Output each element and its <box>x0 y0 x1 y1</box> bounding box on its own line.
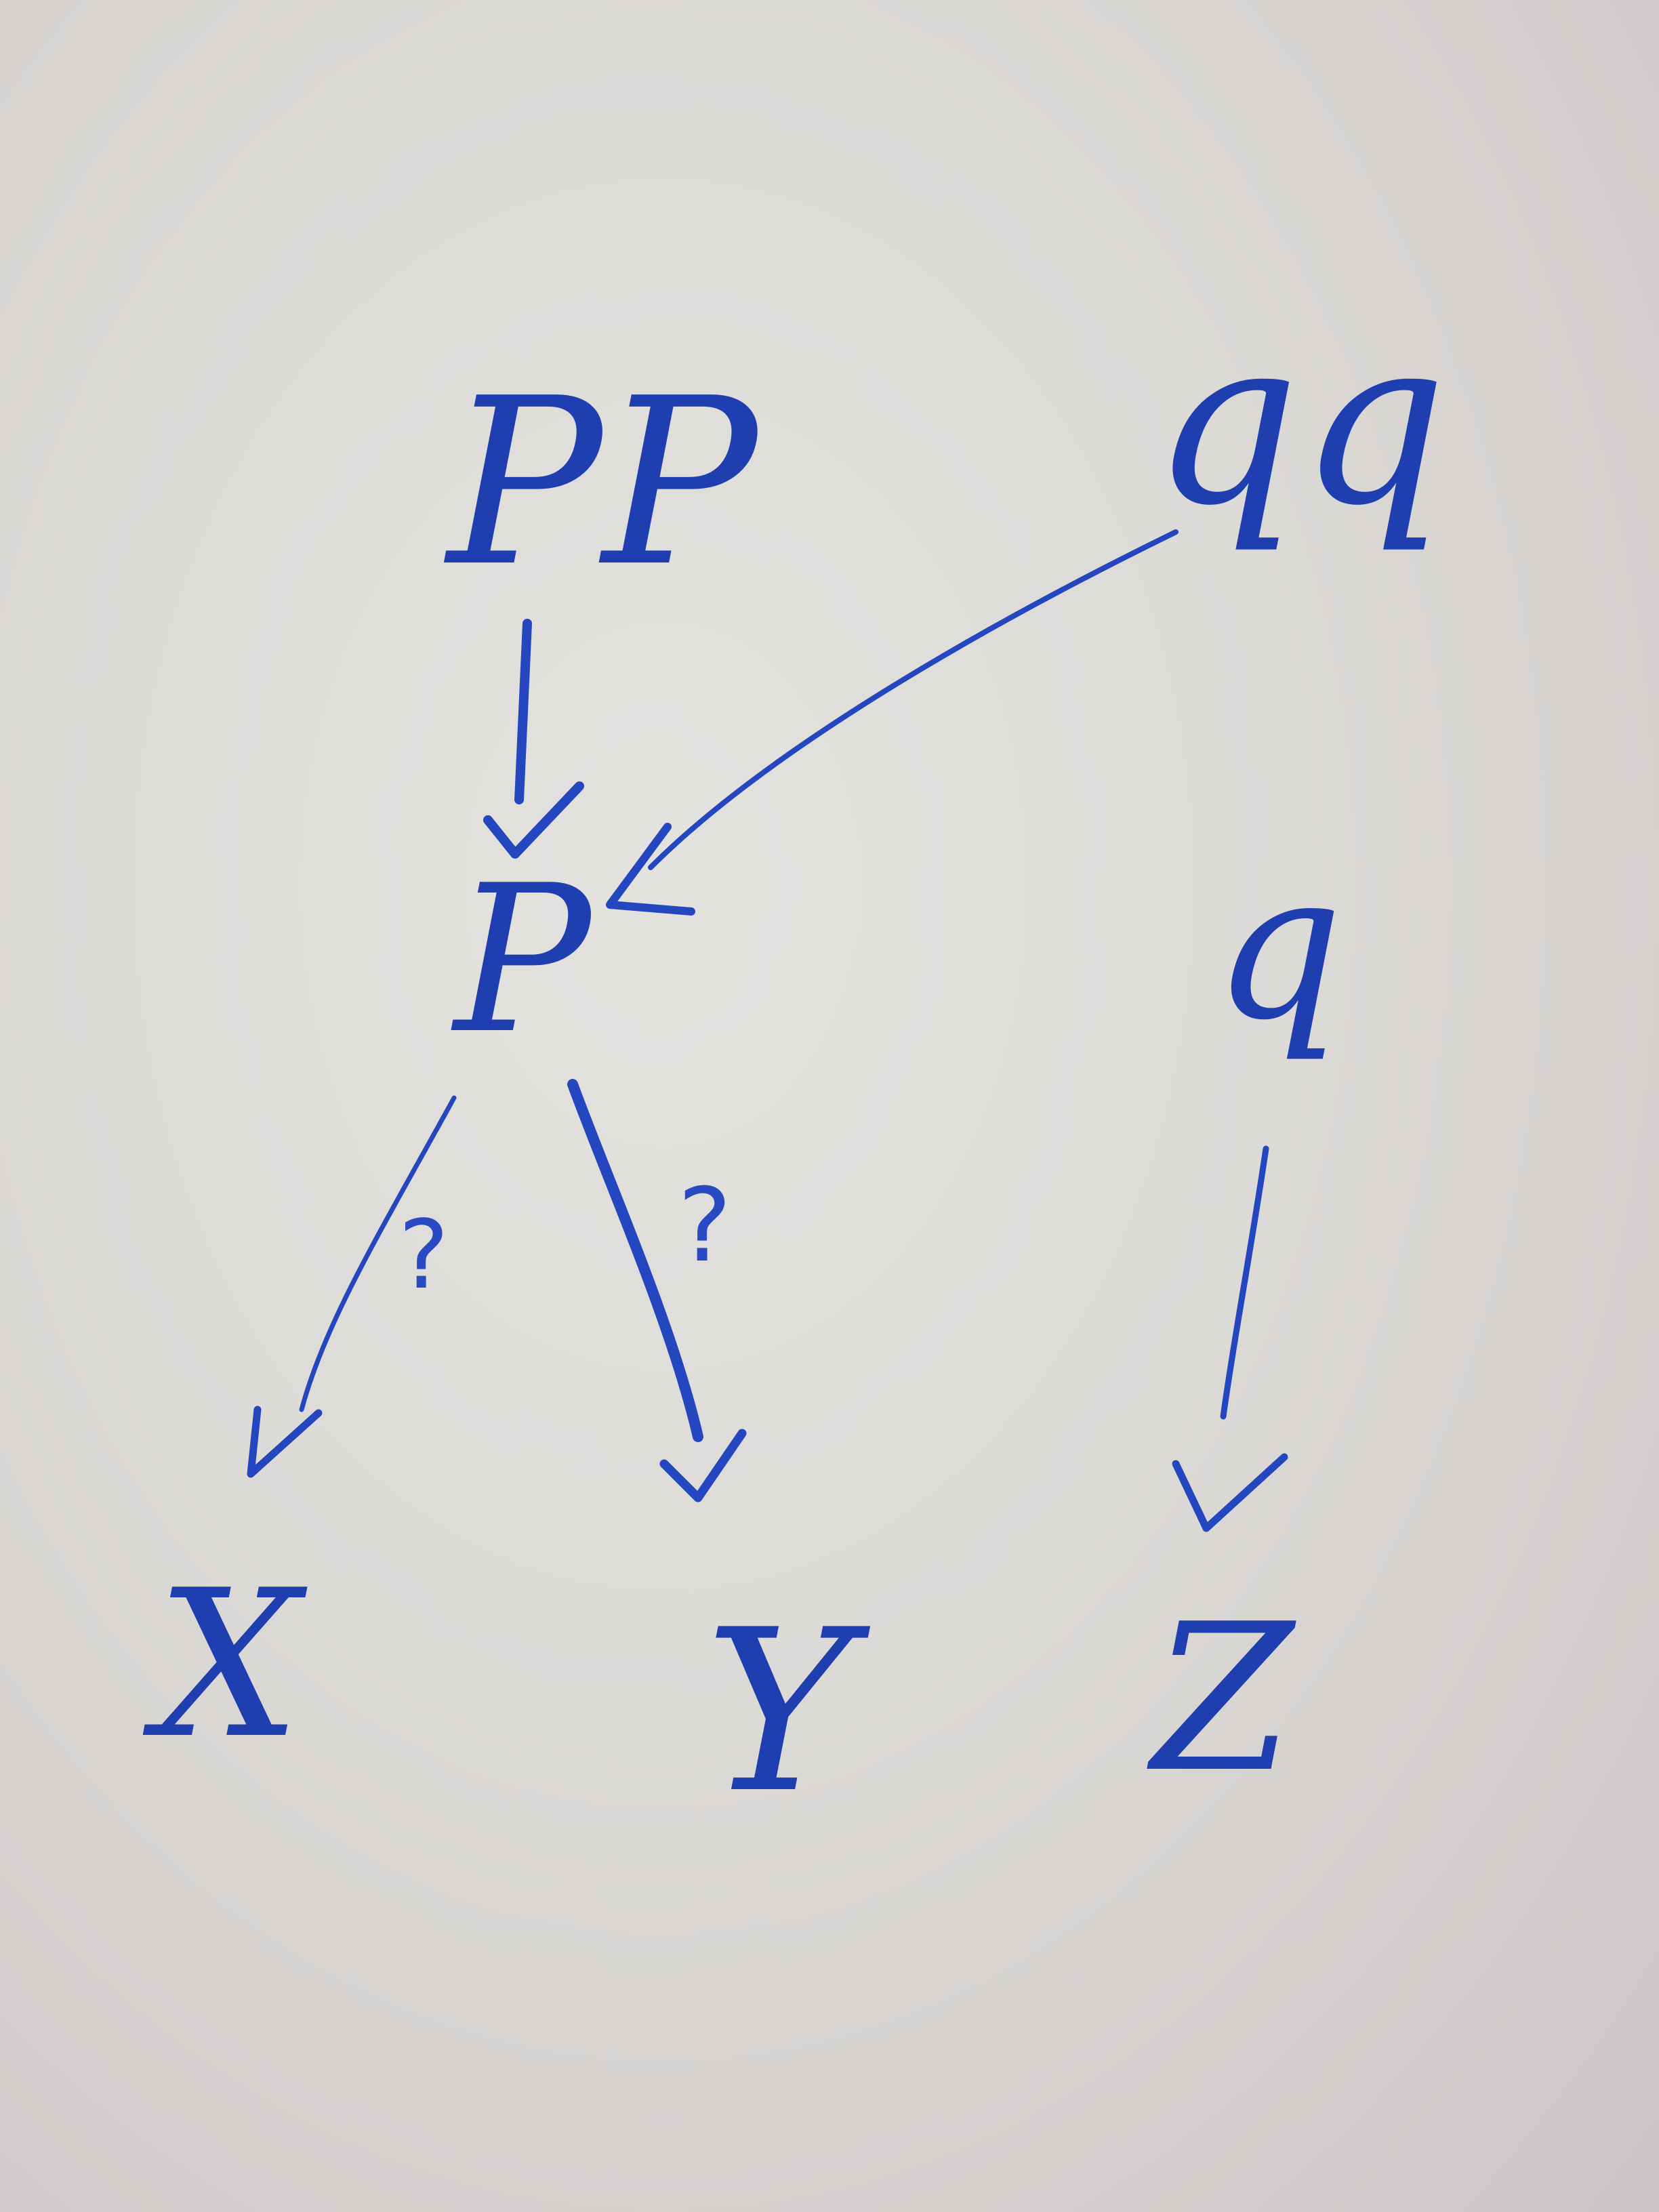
node-qq: qq <box>1152 288 1447 556</box>
arrow-p-to-x <box>247 1095 457 1478</box>
edge-label-p-to-y: ? <box>678 1167 732 1285</box>
arrow-p-to-y <box>567 1079 747 1502</box>
node-x: X <box>140 1547 308 1783</box>
arrow-q-to-z <box>1172 1145 1288 1532</box>
node-q: q <box>1213 828 1343 1065</box>
edge-label-p-to-x: ? <box>398 1200 449 1311</box>
node-p: P <box>451 842 594 1078</box>
arrow-qq-to-p <box>606 529 1179 916</box>
node-z: Z <box>1146 1580 1298 1817</box>
arrow-pp-to-p <box>483 619 584 859</box>
node-y: Y <box>705 1582 873 1842</box>
node-pp: PP <box>444 349 761 617</box>
